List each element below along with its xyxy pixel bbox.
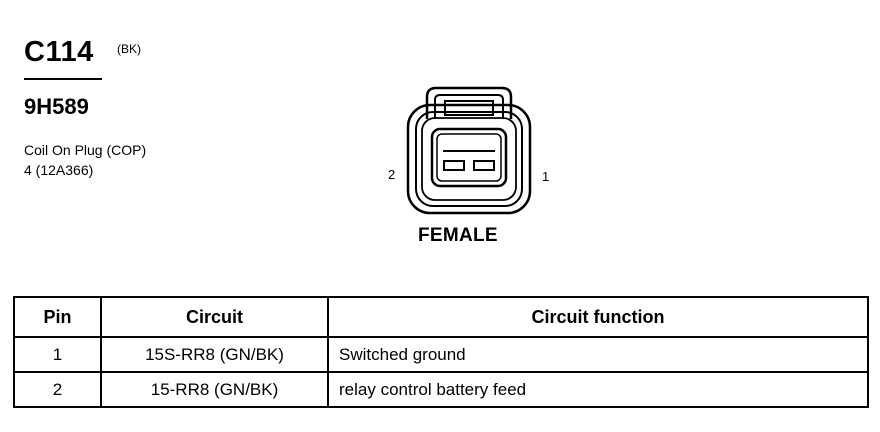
title-divider [24,78,102,80]
connector-description: Coil On Plug (COP) [24,142,147,158]
header-circuit: Circuit [100,296,329,338]
pin-1-cavity [473,160,495,171]
header-circuit-function: Circuit function [327,296,869,338]
function-cell: relay control battery feed [327,371,869,408]
connector-inner-housing [415,111,523,207]
header-pin: Pin [13,296,102,338]
pin-2-label: 2 [388,167,396,182]
connector-id: C114 [24,36,94,68]
table-row: 1 15S-RR8 (GN/BK) Switched ground [13,336,869,373]
connector-location: 4 (12A366) [24,162,94,178]
pin-cell: 1 [13,336,102,373]
function-cell: Switched ground [327,336,869,373]
table-row: 2 15-RR8 (GN/BK) relay control battery f… [13,371,869,408]
connector-face-drawing [406,86,532,215]
connector-color: (BK) [117,42,141,56]
table-header-row: Pin Circuit Circuit function [13,296,869,338]
pin-2-cavity [443,160,465,171]
connector-outer-housing [406,103,532,215]
pin-cell: 2 [13,371,102,408]
terminal-block [430,127,508,188]
circuit-cell: 15S-RR8 (GN/BK) [100,336,329,373]
connector-latch [425,86,513,119]
pin-table: Pin Circuit Circuit function 1 15S-RR8 (… [13,296,869,408]
circuit-cell: 15-RR8 (GN/BK) [100,371,329,408]
latch-tab [444,100,494,116]
part-number: 9H589 [24,94,89,119]
pin-1-label: 1 [542,169,550,184]
connector-gender-label: FEMALE [418,225,498,246]
